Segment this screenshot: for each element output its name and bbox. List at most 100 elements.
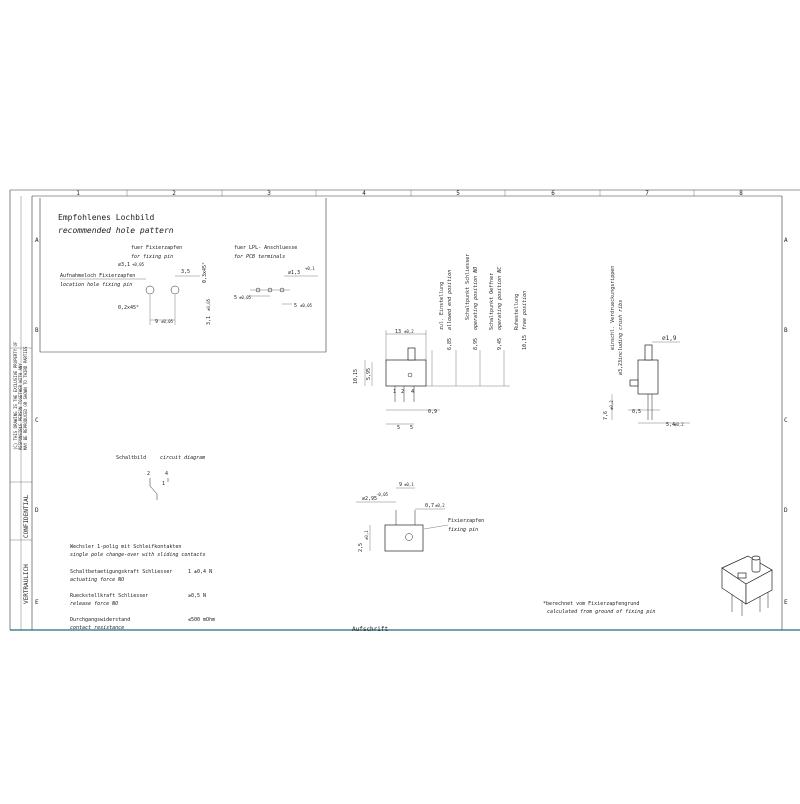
col-label: 7 [645,190,649,197]
dim-54: 5,4 [666,422,675,428]
dim-76: 7,6 [603,411,609,420]
dim-pcb-tol: +0,1 [305,266,315,271]
dim-31-tol: ±0,05 [206,298,211,311]
pos4-label-en: free position [522,291,528,330]
row-label: D [35,507,39,514]
hole-pattern-title: Empfohlenes Lochbild [58,213,155,222]
dim-13: 13 [395,329,401,335]
circuit-title: Schaltbild [116,455,146,461]
circuit-node-4: 4 [165,471,168,477]
dim-9-tol: ±0,05 [161,319,174,324]
pcb-label-en: for PCB terminals [234,254,285,260]
rib-value: ∅3,23 [618,360,624,375]
confidential-label: CONFIDENTIAL [23,494,30,538]
location-hole-label: Aufnahmeloch Fixierzapfen [60,273,135,279]
pcb-label: fuer LPL- Anschluesse [234,245,297,251]
row-label: C [35,417,39,424]
spec-value: 1 ±0,4 N [188,569,212,575]
dim-54-tol: ±0,2 [674,422,684,427]
dim-5a: 5 [234,295,237,301]
row-label: A [784,237,788,244]
pos4-value: 10,15 [522,335,528,350]
location-hole-label-en: location hole fixing pin [60,282,132,288]
dim-07-tol: ±0,2 [435,503,445,508]
spec-de: Rueckstellkraft Schliesser [70,593,148,599]
pin-4-label: 4 [411,389,414,395]
dim-31: 3,1 [206,316,212,325]
pin-label-en: fixing pin [448,527,478,533]
row-label: E [784,599,788,606]
col-label: 2 [172,190,176,197]
sheet-frame [9,189,800,631]
pos2-value: 8,95 [473,338,479,350]
circuit-title-en: circuit diagram [160,455,205,461]
note-en: calculated from ground of fixing pin [547,609,655,615]
dim-9: 9 [155,319,158,325]
col-label: 1 [76,190,80,197]
pos1-label-en: allowed end position [447,270,453,330]
chamfer-1: 0,3x45° [202,262,208,283]
aufschrift-label: Aufschrift [352,626,389,633]
spec-en: single pole change-over with sliding con… [70,552,205,558]
dim-09: 0,9 [428,409,437,415]
hole-pattern-subtitle: recommended hole pattern [58,226,174,235]
pos3-value: 9,45 [497,338,503,350]
side-view: einschl. Verdrueckungsrippen including c… [603,266,690,428]
circuit-diagram: Schaltbild circuit diagram 2 4 1 [116,455,205,500]
dim-5b: 5 [294,303,297,309]
row-label: B [35,327,39,334]
bottom-view: ∅2,95 -0,05 9 ±0,1 0,7 ±0,2 2,5 ±0,1 Fix… [356,482,484,552]
dim-pcb-diameter: ∅1,3 [288,270,300,276]
dim-25-tol: ±0,1 [364,530,369,540]
switch-3d-sketch [721,555,773,616]
pin-2-label: 2 [401,389,404,395]
dim-d295: ∅2,95 [362,496,377,502]
spec-en: contact resistance [70,625,124,631]
dim-d295-tol: -0,05 [376,492,389,497]
dim-05: 0,5 [632,409,641,415]
spec-value: ≤500 mOhm [188,617,215,623]
spec-en: actuating force NO [70,577,124,583]
dim-1015: 10,15 [353,369,359,384]
circuit-node-2: 2 [147,471,150,477]
rib-label: einschl. Verdrueckungsrippen [610,266,616,350]
copyright-line: MAY BE REPRODUCED OR SHOWN TO THIRD PART… [23,346,28,450]
front-view: 1 2 4 13 ±0,2 10,15 5,95 0,9 5 5 zul. Ei… [353,254,528,431]
dim-13-tol: ±0,2 [404,329,414,334]
spec-de: Schaltbetaetigungskraft Schliesser [70,569,172,575]
side-strip: (C) THIS DRAWING IS THE EXCLUSIVE PROPER… [13,341,30,604]
pos2-label-en: operating position NO [473,267,479,330]
column-markers: 1 2 3 4 5 6 7 8 [76,190,743,197]
dim-595: 5,95 [366,368,372,380]
pin-1-label: 1 [393,389,396,395]
dim-35: 3,5 [181,269,190,275]
pos1-value: 6,85 [447,338,453,350]
pin-label: Fixierzapfen [448,518,484,524]
pos4-label: Ruhestellung [514,294,520,330]
spec-list: Wechsler 1-polig mit Schleifkontakten si… [70,544,215,631]
pos3-label-en: operating position NC [497,267,503,330]
dim-76-tol: ±0,2 [609,400,614,410]
row-label: D [784,507,788,514]
copyright-line: (C) THIS DRAWING IS THE EXCLUSIVE PROPER… [13,341,18,450]
col-label: 4 [362,190,366,197]
fixing-label: fuer Fixierzapfen [131,245,182,251]
dim-9-tol: ±0,1 [404,482,414,487]
chamfer-2: 0,2x45° [118,305,139,311]
fixing-label-en: for fixing pin [131,254,173,260]
dim-9: 9 [399,482,402,488]
row-label: B [784,327,788,334]
dim-07: 0,7 [425,503,434,509]
row-label: C [784,417,788,424]
dim-5b-tol: ±0,05 [300,303,313,308]
col-label: 3 [267,190,271,197]
dim-25: 2,5 [358,543,364,552]
col-label: 8 [739,190,743,197]
dim-5a: 5 [397,425,400,431]
spec-de: Durchgangswiderstand [70,617,130,623]
col-label: 6 [551,190,555,197]
row-markers: A B C D E A B C D E [35,237,788,606]
note-de: *berechnet vom Fixierzapfengrund [543,601,639,607]
dim-loc-diameter: ∅3,1 [118,262,130,268]
